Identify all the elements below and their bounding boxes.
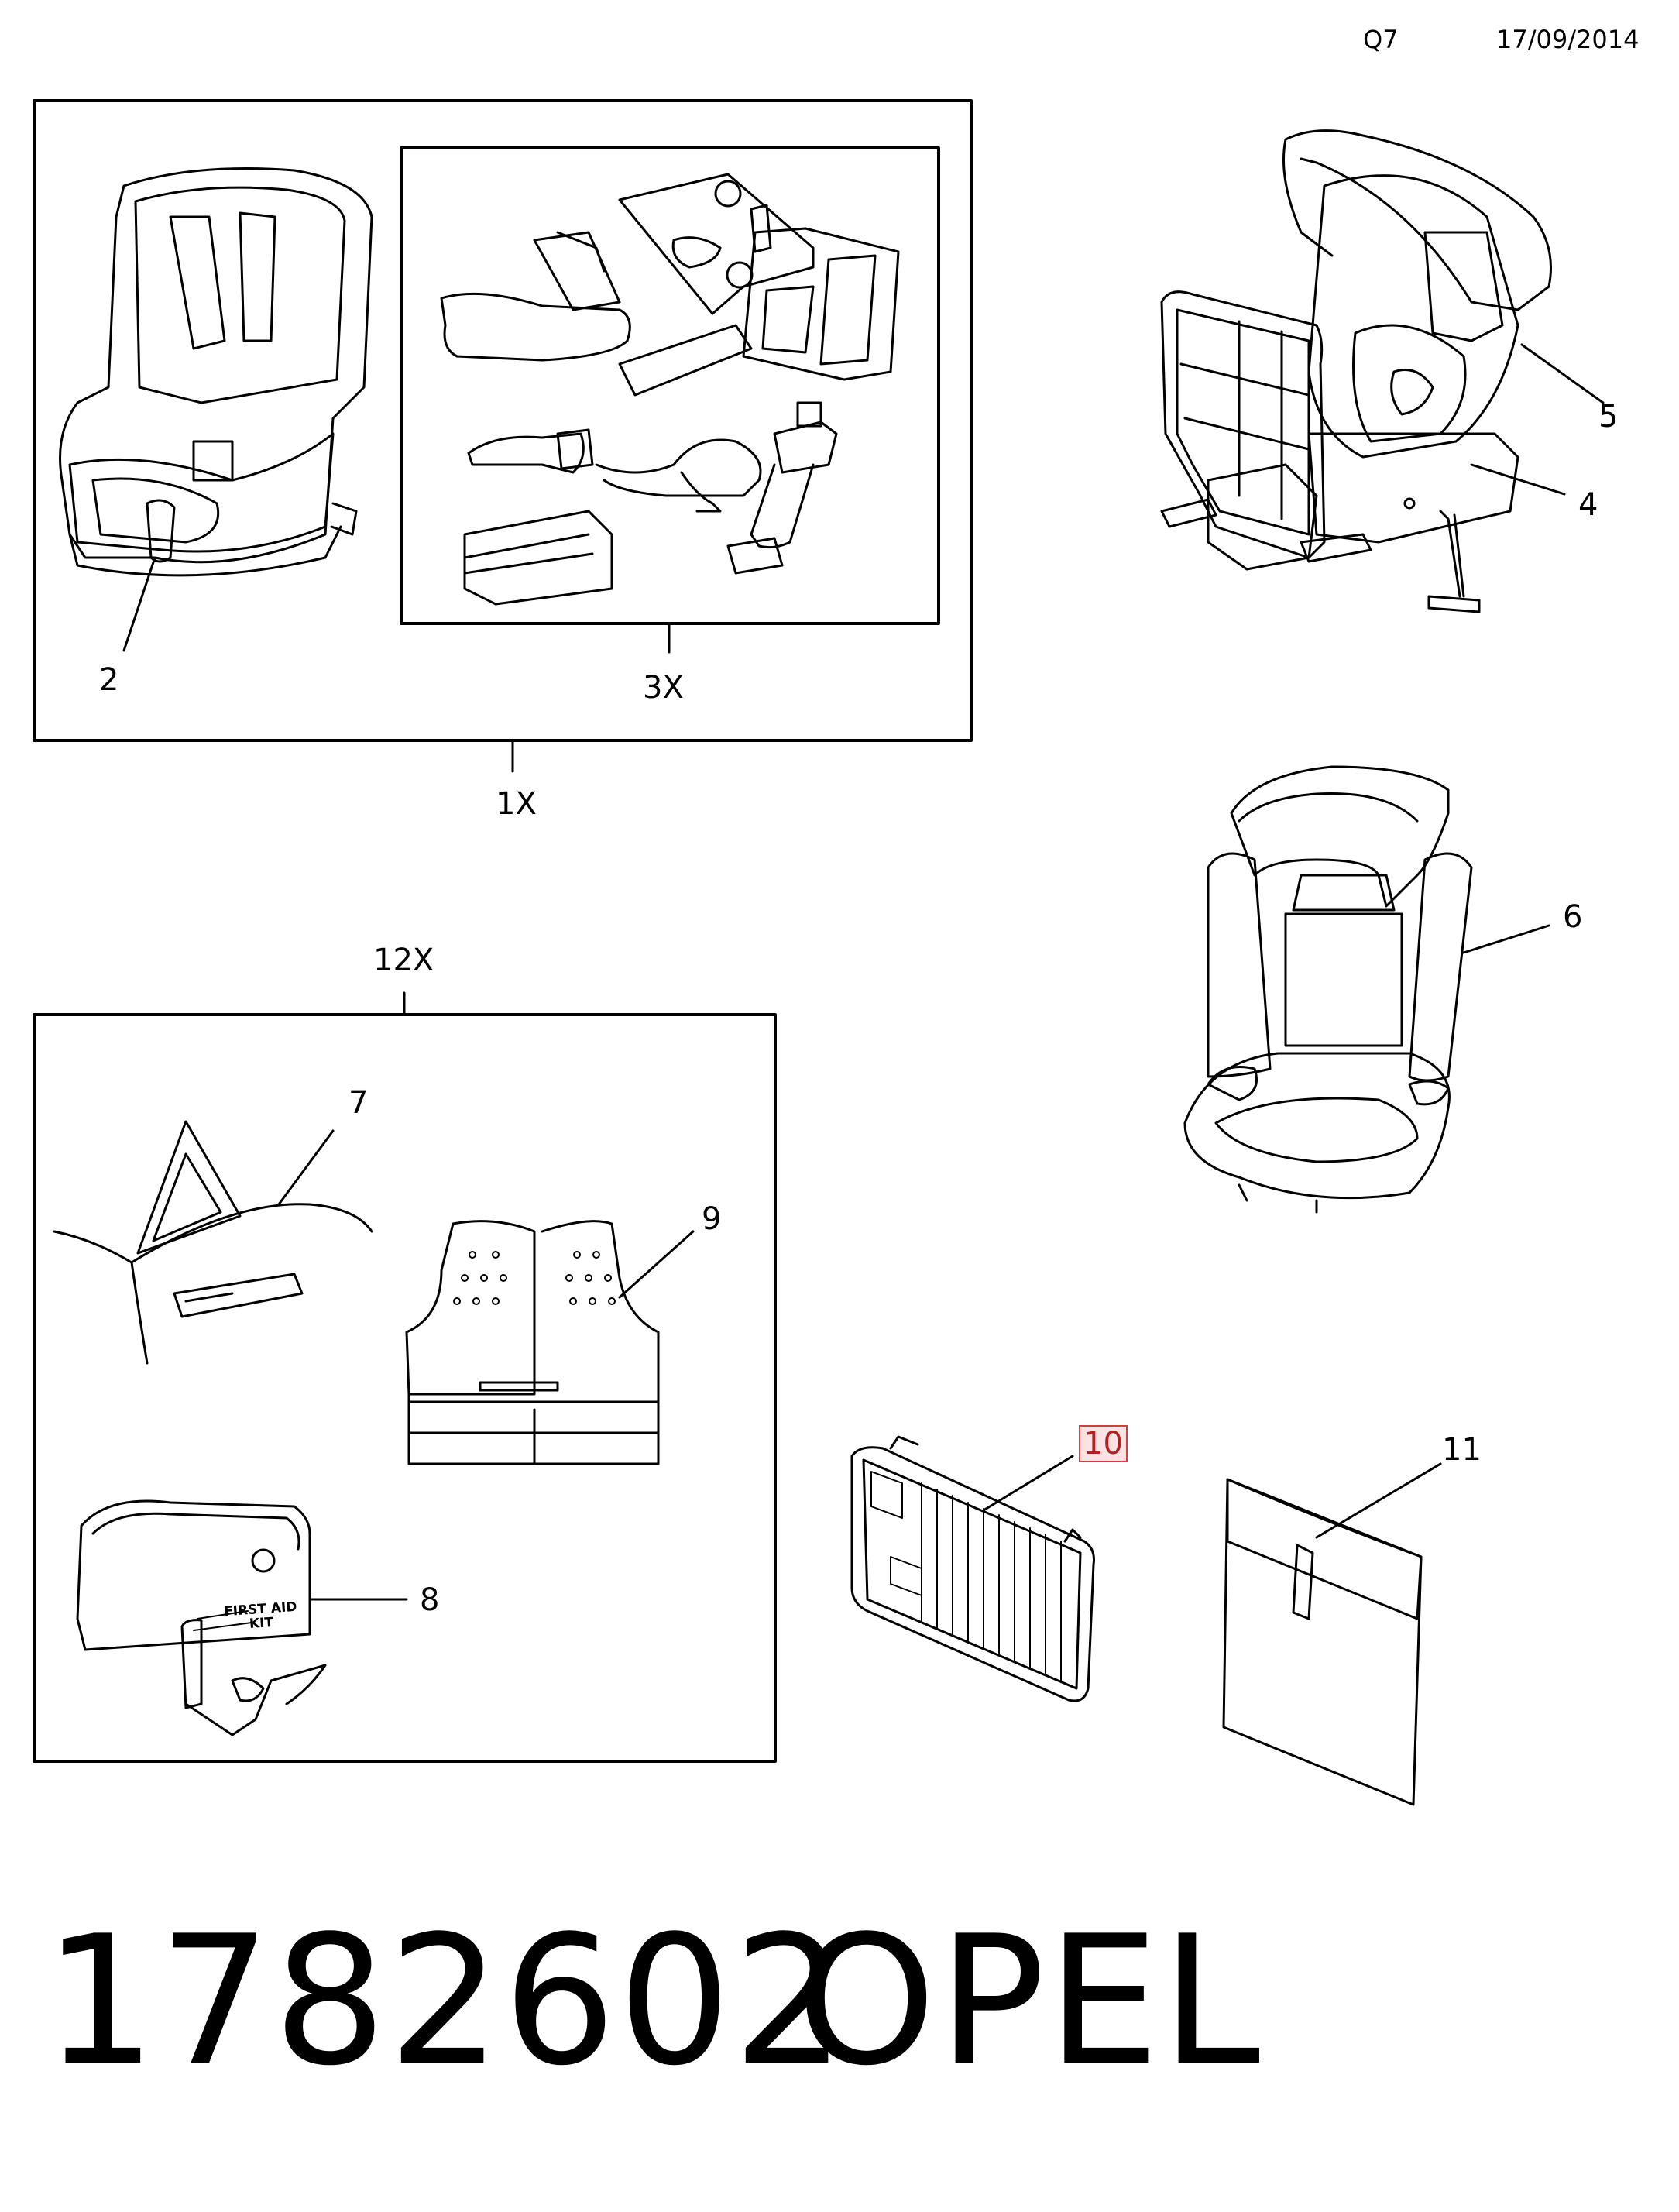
- brand-name: OPEL: [796, 1898, 1262, 2105]
- label-4: 4: [1578, 487, 1598, 523]
- leader-11: [1317, 1464, 1440, 1537]
- label-9: 9: [702, 1201, 722, 1237]
- group-3x-frame: [401, 148, 939, 623]
- first-aid-kit-drawing: [77, 1501, 325, 1735]
- label-12x: 12X: [373, 943, 434, 978]
- label-8: 8: [420, 1582, 440, 1618]
- sheet-date: 17/09/2014: [1496, 25, 1640, 54]
- leader-2: [124, 558, 155, 651]
- leader-10: [984, 1456, 1073, 1510]
- leader-9: [620, 1231, 693, 1297]
- document-wallet-drawing: [1224, 1479, 1421, 1805]
- visor-cd-holder-drawing: [852, 1437, 1094, 1701]
- booster-seat-drawing: [1185, 767, 1471, 1212]
- group-1x-frame: [34, 101, 971, 740]
- label-6: 6: [1563, 899, 1583, 935]
- leader-4: [1471, 465, 1564, 494]
- child-seat-drawing: [60, 169, 373, 575]
- group-12x-frame: [34, 1015, 775, 1761]
- label-2: 2: [99, 662, 119, 698]
- part-number: 1782602: [43, 1898, 848, 2105]
- label-1x: 1X: [496, 786, 537, 822]
- leader-7: [279, 1131, 333, 1204]
- sheet-code: Q7: [1363, 25, 1399, 54]
- leader-5: [1522, 345, 1603, 403]
- safety-vest-drawing: [407, 1221, 658, 1464]
- label-7: 7: [349, 1085, 369, 1121]
- warning-triangle-drawing: [54, 1121, 372, 1363]
- leader-6: [1464, 926, 1549, 953]
- label-11: 11: [1442, 1432, 1482, 1468]
- accessory-kit-drawing: [441, 174, 898, 604]
- label-10-highlight[interactable]: 10: [1079, 1425, 1128, 1462]
- label-3x: 3X: [643, 670, 684, 706]
- label-5: 5: [1598, 399, 1619, 434]
- infant-carrier-drawing: [1162, 131, 1551, 612]
